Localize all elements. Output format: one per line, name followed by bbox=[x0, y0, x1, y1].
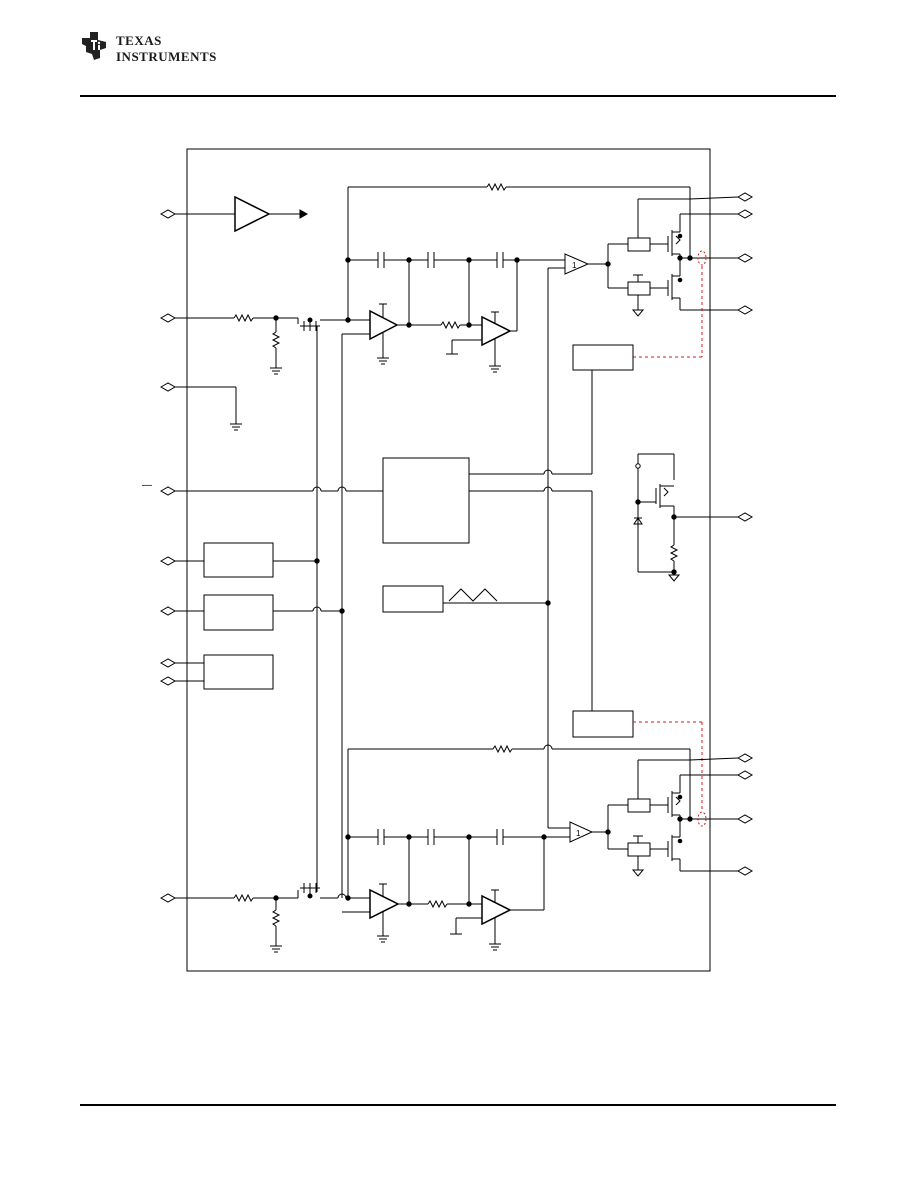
buffer-gain-label: 1 bbox=[576, 829, 581, 838]
unity-buffer bbox=[564, 253, 590, 275]
pin-left-8 bbox=[159, 676, 177, 686]
logo-text-texas: TEXAS bbox=[116, 33, 162, 48]
feedback-resistor bbox=[486, 182, 507, 192]
pin-right-8 bbox=[736, 814, 754, 824]
triangle-wave-icon bbox=[448, 588, 498, 602]
pin-left-2 bbox=[159, 313, 177, 323]
input-buffer bbox=[175, 195, 309, 233]
footer-rule bbox=[80, 1104, 836, 1106]
unity-buffer bbox=[569, 821, 594, 843]
pin-left-1 bbox=[159, 209, 177, 219]
diagram-border bbox=[186, 148, 711, 972]
resistor bbox=[669, 544, 679, 562]
sense-block-upper bbox=[572, 344, 634, 371]
pin-right-6 bbox=[736, 753, 754, 763]
ti-chip-logo-icon bbox=[82, 32, 106, 60]
pin-left-3 bbox=[159, 382, 177, 392]
resistor bbox=[271, 331, 281, 349]
header-rule bbox=[80, 95, 836, 97]
pin-right-4 bbox=[736, 305, 754, 315]
pin-left-7 bbox=[159, 658, 177, 668]
ti-logo: TEXAS INSTRUMENTS bbox=[80, 28, 230, 64]
resistor bbox=[440, 320, 461, 330]
buffer-gain-label: 1 bbox=[572, 261, 577, 270]
pin-right-5 bbox=[736, 512, 754, 522]
control-logic bbox=[175, 370, 593, 711]
resistor bbox=[233, 893, 254, 903]
pin-left-5 bbox=[159, 556, 177, 566]
ground-pin bbox=[175, 386, 242, 431]
function-block-2 bbox=[203, 594, 274, 631]
right-pins bbox=[736, 192, 754, 876]
feedback-resistor bbox=[492, 744, 513, 754]
function-block-1 bbox=[203, 542, 274, 578]
pin-left-9 bbox=[159, 893, 177, 903]
logo-text-instruments: INSTRUMENTS bbox=[116, 49, 217, 64]
lower-channel: 1 bbox=[175, 710, 739, 953]
resistor bbox=[271, 909, 281, 927]
logic-block bbox=[382, 457, 470, 544]
left-pins bbox=[159, 209, 177, 903]
function-block-3 bbox=[203, 654, 274, 690]
pin-right-1 bbox=[736, 192, 754, 202]
resistor bbox=[427, 899, 448, 909]
sense-block-lower bbox=[572, 710, 634, 738]
oscillator-block bbox=[382, 585, 444, 613]
overbar-mark: — bbox=[142, 480, 152, 491]
pin-right-9 bbox=[736, 866, 754, 876]
pin-left-4 bbox=[159, 486, 177, 496]
resistor bbox=[233, 313, 254, 323]
regulator bbox=[633, 453, 738, 582]
upper-channel: 1 bbox=[175, 182, 739, 898]
left-blocks bbox=[175, 326, 345, 892]
pin-left-6 bbox=[159, 606, 177, 616]
pin-right-7 bbox=[736, 770, 754, 780]
pin-right-3 bbox=[736, 253, 754, 263]
pin-right-2 bbox=[736, 209, 754, 219]
